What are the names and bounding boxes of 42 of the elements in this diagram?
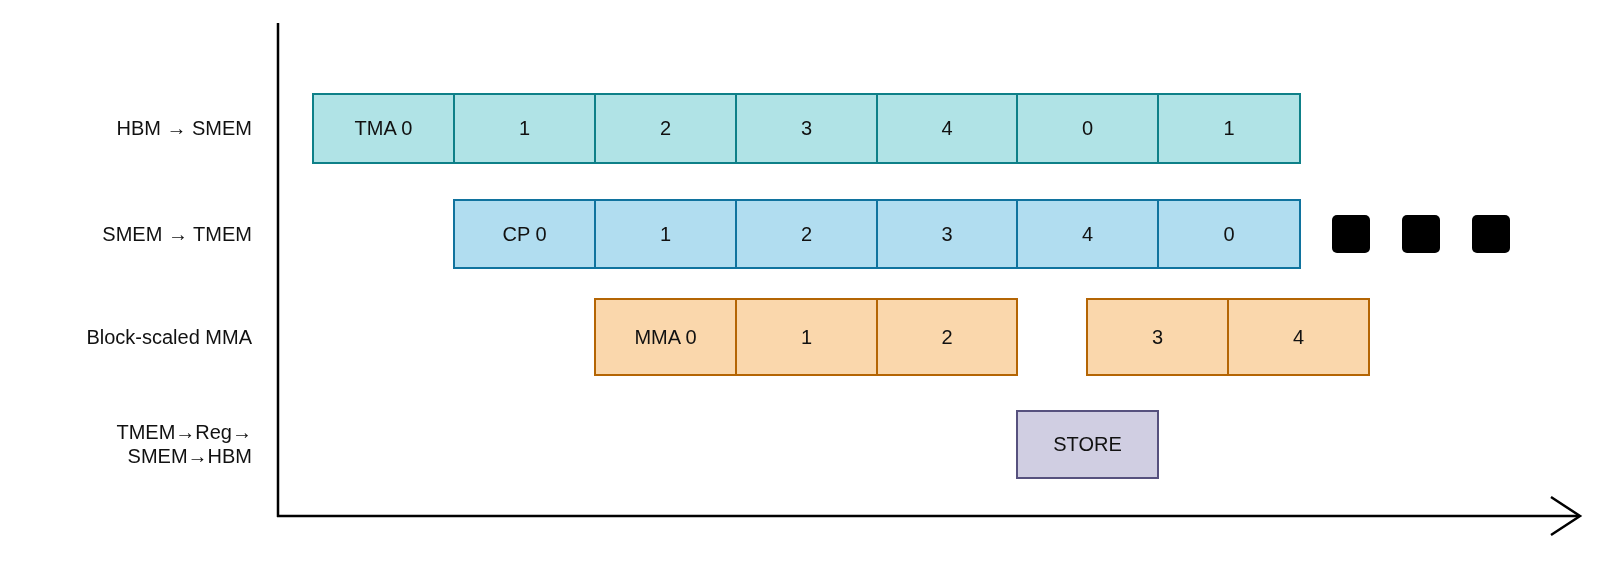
- mma-stage-box: [1086, 298, 1229, 376]
- row-label: HBM → SMEM: [115, 116, 252, 140]
- tma-stage-box: [1016, 93, 1159, 164]
- stage-label: 0: [1223, 222, 1235, 246]
- mma-stage-box: [594, 298, 737, 376]
- stage-label: 0: [1081, 117, 1094, 140]
- mma-stage-box: [876, 298, 1018, 376]
- stage-label: 2: [800, 222, 813, 246]
- mma-stage-box: [1227, 298, 1370, 376]
- store-box: [1016, 410, 1159, 479]
- stage-label: 1: [659, 222, 672, 246]
- stage-label: 3: [800, 117, 813, 140]
- stage-label: 3: [941, 222, 953, 246]
- row-label: TMEM→Reg→ SMEM→HBM: [115, 420, 252, 468]
- stage-label: 4: [941, 117, 953, 140]
- row-label: Block-scaled MMA: [85, 325, 252, 349]
- copy-stage-box: [594, 199, 737, 269]
- stage-label: TMA 0: [354, 117, 413, 140]
- stage-label: 2: [941, 325, 953, 349]
- stage-label: 1: [518, 117, 531, 140]
- stage-label: 3: [1151, 325, 1164, 349]
- stage-label: 4: [1081, 222, 1094, 246]
- mma-stage-box: [735, 298, 878, 376]
- stage-label: 1: [800, 325, 813, 349]
- stage-label: 2: [659, 117, 672, 140]
- stage-label: MMA 0: [634, 325, 697, 349]
- tma-stage-box: [735, 93, 878, 164]
- copy-stage-box: [1157, 199, 1301, 269]
- tma-stage-box: [453, 93, 596, 164]
- copy-stage-box: [876, 199, 1018, 269]
- copy-stage-box: [735, 199, 878, 269]
- tma-stage-box: [594, 93, 737, 164]
- row-label: SMEM → TMEM: [101, 222, 252, 246]
- stage-label: 4: [1292, 325, 1305, 349]
- copy-stage-box: [453, 199, 596, 269]
- stage-label: CP 0: [502, 222, 547, 246]
- stage-label: 1: [1223, 117, 1235, 140]
- tma-stage-box: [1157, 93, 1301, 164]
- copy-stage-box: [1016, 199, 1159, 269]
- stage-label: STORE: [1053, 433, 1122, 456]
- tma-stage-box: [876, 93, 1018, 164]
- tma-stage-box: [312, 93, 455, 164]
